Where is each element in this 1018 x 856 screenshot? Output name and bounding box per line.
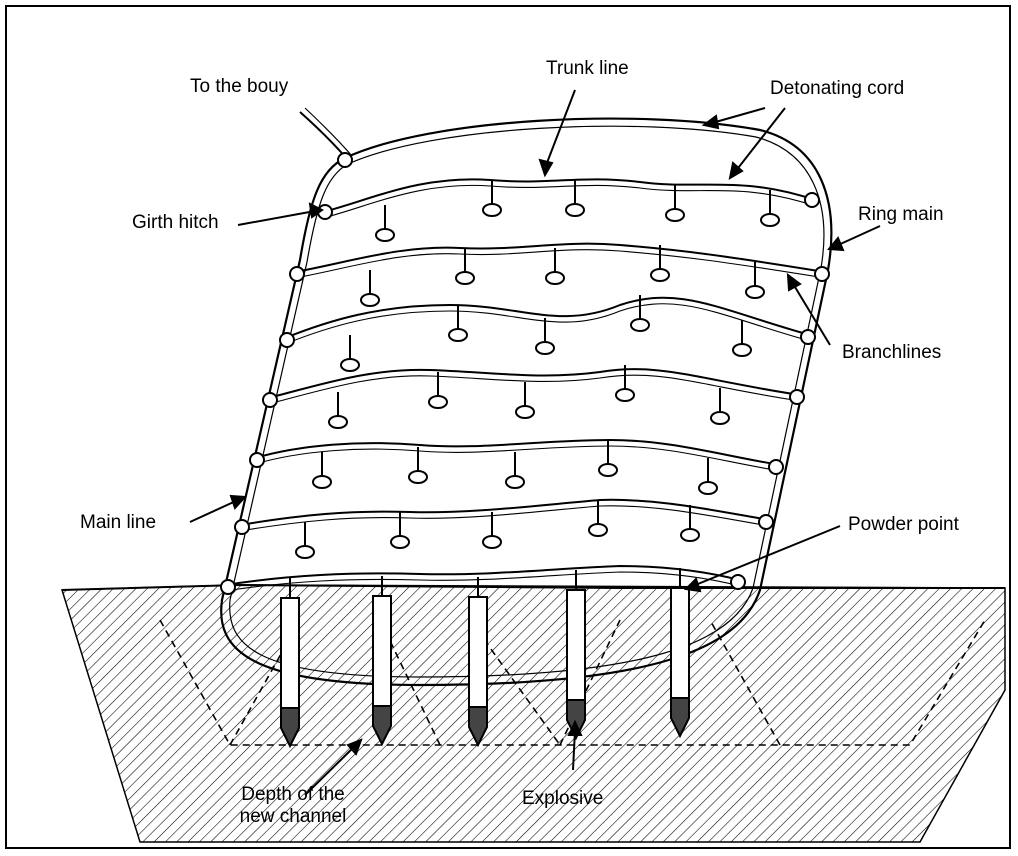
- label-trunk-line: Trunk line: [546, 58, 629, 80]
- label-depth-of-new-channel: Depth of the new channel: [228, 784, 358, 828]
- label-main-line: Main line: [80, 512, 156, 534]
- label-depth-line-1: Depth of the: [228, 784, 358, 806]
- label-explosive: Explosive: [522, 788, 603, 810]
- label-detonating-cord: Detonating cord: [770, 78, 904, 100]
- label-branchlines: Branchlines: [842, 342, 941, 364]
- label-powder-point: Powder point: [848, 514, 959, 536]
- label-girth-hitch: Girth hitch: [132, 212, 219, 234]
- girth-hitch-knots: [221, 153, 829, 594]
- label-to-the-bouy: To the bouy: [190, 76, 288, 98]
- small-charges: [296, 180, 779, 558]
- label-depth-line-2: new channel: [228, 806, 358, 828]
- label-ring-main: Ring main: [858, 204, 944, 226]
